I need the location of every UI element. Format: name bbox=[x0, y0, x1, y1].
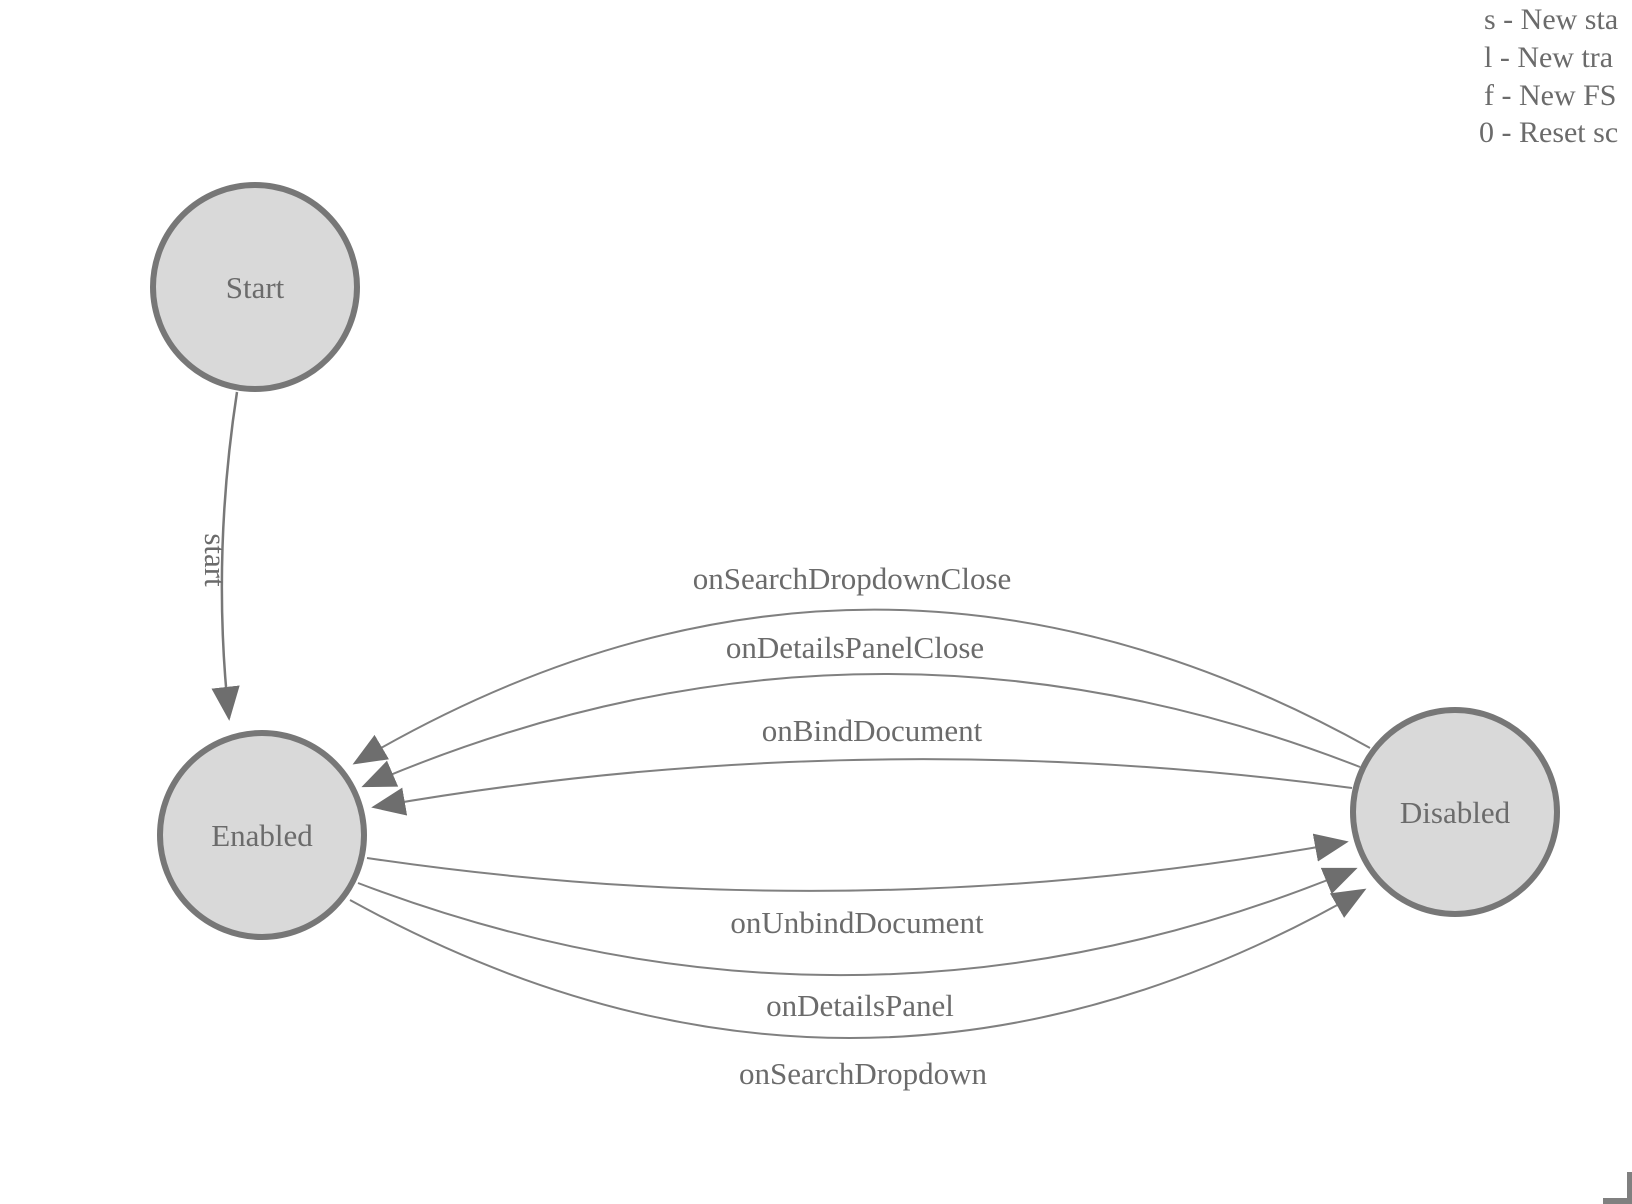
canvas-corner-horizontal bbox=[1603, 1198, 1632, 1204]
canvas-corner-mark bbox=[1603, 1172, 1632, 1204]
transition-start-path[interactable] bbox=[211, 391, 240, 721]
transition-onsearchdropdownclose-path[interactable] bbox=[352, 608, 1371, 765]
state-disabled[interactable]: Disabled bbox=[1350, 707, 1560, 917]
shortcut-legend: s - New sta l - New tra f - New FS 0 - R… bbox=[1479, 3, 1618, 149]
state-start-circle[interactable] bbox=[150, 182, 360, 392]
transition-onsearchdropdown-path[interactable] bbox=[349, 888, 1367, 1039]
transition-start-label[interactable]: start bbox=[198, 533, 233, 587]
legend-item-reset: 0 - Reset sc bbox=[1479, 116, 1618, 149]
state-start-label: Start bbox=[226, 270, 285, 305]
transition-ondetailspanelclose-path[interactable] bbox=[361, 673, 1361, 788]
legend-item-new-state: s - New sta bbox=[1484, 3, 1618, 36]
transition-ondetailspanelclose-label[interactable]: onDetailsPanelClose bbox=[726, 630, 984, 665]
state-enabled-label: Enabled bbox=[211, 818, 313, 853]
state-disabled-label: Disabled bbox=[1400, 795, 1511, 830]
transition-onsearchdropdownclose-label[interactable]: onSearchDropdownClose bbox=[693, 561, 1012, 596]
legend-item-new-fsm: f - New FS bbox=[1484, 79, 1617, 112]
transition-onunbinddocument-path[interactable] bbox=[366, 833, 1349, 892]
transition-ondetailspanel-label[interactable]: onDetailsPanel bbox=[766, 988, 954, 1023]
state-start[interactable]: Start bbox=[150, 182, 360, 392]
state-disabled-circle[interactable] bbox=[1350, 707, 1560, 917]
transition-onsearchdropdown-label[interactable]: onSearchDropdown bbox=[739, 1056, 987, 1091]
transition-ondetailspanel-path[interactable] bbox=[357, 867, 1358, 977]
transition-onbinddocument-path[interactable] bbox=[371, 758, 1353, 816]
transition-onunbinddocument-label[interactable]: onUnbindDocument bbox=[730, 905, 984, 940]
legend-item-new-transition: l - New tra bbox=[1484, 41, 1613, 74]
transition-onbinddocument-label[interactable]: onBindDocument bbox=[762, 713, 983, 748]
canvas-corner-vertical bbox=[1627, 1172, 1632, 1204]
state-enabled-circle[interactable] bbox=[157, 730, 367, 940]
state-enabled[interactable]: Enabled bbox=[157, 730, 367, 940]
